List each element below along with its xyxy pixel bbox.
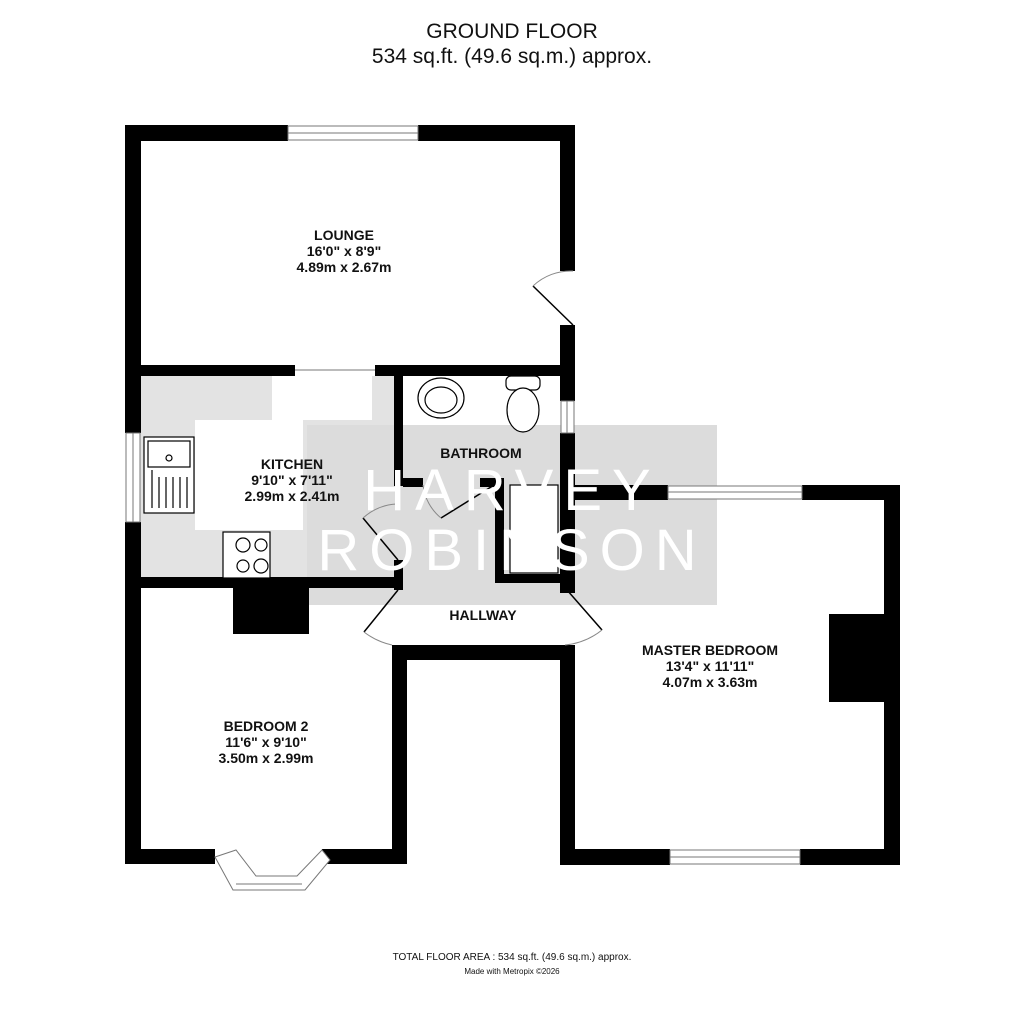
watermark-line2: ROBINSON [317, 518, 706, 583]
hallway-floor [365, 605, 603, 645]
svg-text:4.07m x 3.63m: 4.07m x 3.63m [663, 674, 758, 690]
svg-text:2.99m x 2.41m: 2.99m x 2.41m [245, 488, 340, 504]
svg-text:4.89m x 2.67m: 4.89m x 2.67m [297, 259, 392, 275]
svg-text:BEDROOM 2: BEDROOM 2 [224, 718, 309, 734]
credit: Made with Metropix ©2026 [464, 967, 560, 976]
total-floor-area: TOTAL FLOOR AREA : 534 sq.ft. (49.6 sq.m… [392, 952, 632, 963]
svg-text:16'0" x 8'9": 16'0" x 8'9" [307, 243, 381, 259]
room-label-master-bedroom: MASTER BEDROOM 13'4" x 11'11" 4.07m x 3.… [642, 642, 778, 690]
toilet-icon [505, 375, 541, 433]
floor-area: 534 sq.ft. (49.6 sq.m.) approx. [371, 45, 653, 68]
room-label-lounge: LOUNGE 16'0" x 8'9" 4.89m x 2.67m [297, 227, 392, 275]
watermark-line1: HARVEY [363, 458, 660, 523]
windows [125, 125, 803, 891]
fixtures [143, 375, 559, 579]
svg-text:HALLWAY: HALLWAY [449, 607, 517, 623]
svg-text:3.50m x 2.99m: 3.50m x 2.99m [219, 750, 314, 766]
room-label-hallway: HALLWAY [449, 607, 517, 623]
svg-text:KITCHEN: KITCHEN [261, 456, 323, 472]
room-label-bedroom-2: BEDROOM 2 11'6" x 9'10" 3.50m x 2.99m [219, 718, 314, 766]
room-label-kitchen: KITCHEN 9'10" x 7'11" 2.99m x 2.41m [245, 456, 340, 504]
svg-text:11'6" x 9'10": 11'6" x 9'10" [225, 734, 306, 750]
walls [125, 125, 900, 865]
floor-title: GROUND FLOOR [426, 20, 598, 43]
svg-text:MASTER BEDROOM: MASTER BEDROOM [642, 642, 778, 658]
room-label-bathroom: BATHROOM [440, 445, 521, 461]
svg-text:BATHROOM: BATHROOM [440, 445, 521, 461]
svg-text:13'4" x 11'11": 13'4" x 11'11" [666, 658, 754, 674]
basin-icon [417, 377, 465, 419]
svg-text:LOUNGE: LOUNGE [314, 227, 374, 243]
hob-icon [222, 531, 271, 579]
shower-icon [509, 484, 559, 574]
svg-text:9'10" x 7'11": 9'10" x 7'11" [251, 472, 332, 488]
sink-icon [143, 436, 195, 514]
doors [362, 270, 603, 646]
